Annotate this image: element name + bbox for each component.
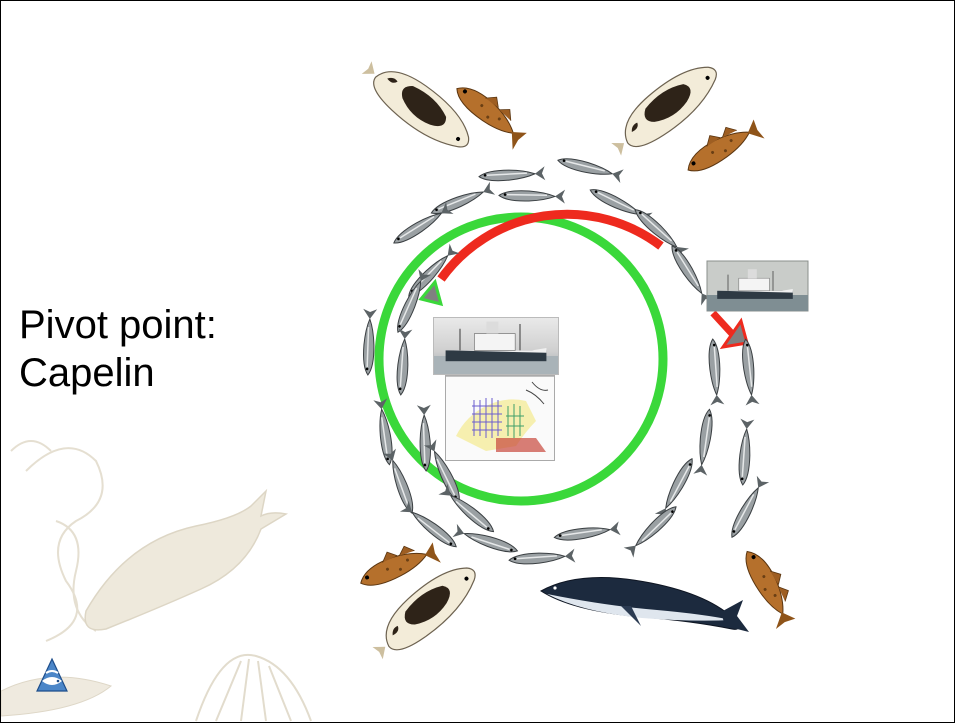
capelin-icon (399, 499, 462, 553)
title-line-2: Capelin (19, 351, 155, 395)
fish-bg-icon (1, 676, 113, 717)
capelin-icon (507, 547, 577, 568)
capelin-icon (725, 474, 770, 542)
whale-bg-icon (84, 488, 289, 631)
jellyfish-bg-icon (25, 447, 104, 642)
institute-logo-icon (36, 657, 68, 692)
capelin-icon (555, 152, 625, 184)
slide-title: Pivot point: Capelin (19, 301, 217, 397)
capelin-icon (654, 454, 699, 522)
fishing-vessel-photo (706, 260, 809, 312)
capelin-icon (692, 407, 718, 477)
capelin-icon (477, 165, 547, 185)
cycle-arrow-head (418, 278, 444, 307)
capelin-icon (498, 187, 566, 205)
title-line-1: Pivot point: (19, 303, 217, 347)
food-web-graphic (353, 49, 809, 669)
cod-icon (736, 542, 803, 630)
research-vessel-photo (433, 317, 559, 375)
catch-arrow-head (719, 317, 749, 350)
capelin-icon (735, 417, 756, 487)
capelin-icon (665, 241, 714, 307)
capelin-icon (393, 327, 414, 397)
fishery-arc (437, 209, 664, 282)
capelin-icon (552, 520, 622, 546)
minke-whale-icon (540, 577, 749, 632)
food-web-diagram (341, 41, 821, 681)
shell-bg-icon (195, 653, 312, 722)
capelin-icon (737, 337, 761, 407)
cod-icon (678, 112, 766, 181)
seal-icon (354, 49, 481, 161)
capelin-icon (622, 500, 682, 559)
survey-map (445, 375, 555, 461)
